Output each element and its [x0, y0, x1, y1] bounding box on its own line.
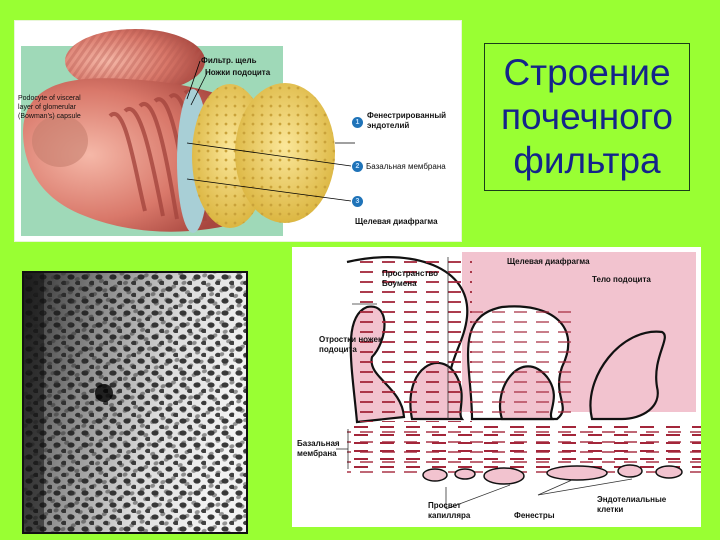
- label-basement-membrane-2: мембрана: [297, 449, 337, 458]
- label-foot-processes-2: подоцита: [319, 345, 357, 354]
- label-endothelial-cells-1: Эндотелиальные: [597, 495, 667, 504]
- label-podocyte-caption-2: layer of glomerular: [18, 104, 76, 111]
- legend-badge-2: 2: [352, 161, 363, 172]
- label-basement-membrane-1: Базальная: [297, 439, 340, 448]
- label-bowman-space-2: Боумена: [382, 279, 417, 288]
- slide-title-box: Строение почечного фильтра: [484, 43, 690, 191]
- illustration-graphic: [21, 29, 355, 236]
- legend-text-3: Щелевая диафрагма: [355, 217, 438, 226]
- legend-badge-1: 1: [352, 117, 363, 128]
- label-slit-diaphragm: Щелевая диафрагма: [507, 257, 590, 266]
- label-podocyte-caption-1: Podocyte of visceral: [18, 95, 81, 102]
- legend-badge-3: 3: [352, 196, 363, 207]
- label-foot-processes-1: Отростки ножек: [319, 335, 382, 344]
- label-podocyte-feet: Ножки подоцита: [205, 68, 271, 77]
- micrograph-image: [24, 273, 246, 532]
- label-capillary-lumen-1: Просвет: [428, 501, 461, 510]
- title-line-2: почечного: [501, 96, 673, 137]
- filter-schematic-diagram: Щелевая диафрагма Пространство Боумена Т…: [292, 247, 701, 527]
- title-line-1: Строение: [503, 52, 671, 93]
- label-fenestrae: Фенестры: [514, 511, 555, 520]
- legend-text-2: Базальная мембрана: [366, 162, 446, 171]
- title-line-3: фильтра: [513, 140, 661, 181]
- glomerular-filter-illustration: Фильтр. щель Ножки подоцита Podocyte of …: [14, 20, 462, 242]
- label-endothelial-cells-2: клетки: [597, 505, 624, 514]
- label-filter-slit: Фильтр. щель: [201, 56, 257, 65]
- label-bowman-space-1: Пространство: [382, 269, 439, 278]
- legend-text-1a: Фенестрированный: [367, 111, 447, 120]
- label-podocyte-caption-3: (Bowman's) capsule: [18, 113, 81, 120]
- label-capillary-lumen-2: капилляра: [428, 511, 471, 520]
- schematic-graphic: [336, 252, 701, 510]
- label-podocyte-body: Тело подоцита: [592, 275, 651, 284]
- legend-text-1b: эндотелий: [367, 121, 410, 130]
- electron-micrograph: [22, 271, 248, 534]
